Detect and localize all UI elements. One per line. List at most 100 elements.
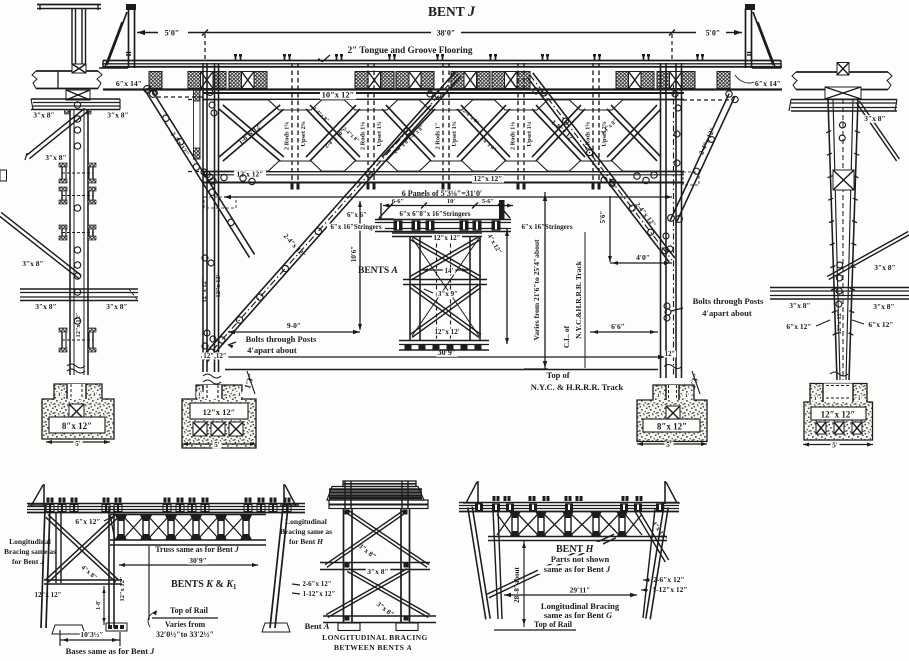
svg-text:6″x 12″: 6″x 12″ xyxy=(786,322,811,331)
svg-text:6 Panels of 5′3⅛″=31′0′: 6 Panels of 5′3⅛″=31′0′ xyxy=(402,189,483,198)
svg-text:Longitudinal: Longitudinal xyxy=(285,517,327,526)
svg-text:6″x 6″: 6″x 6″ xyxy=(347,211,367,219)
svg-text:10′3½″: 10′3½″ xyxy=(80,630,103,639)
svg-text:6″x 14″: 6″x 14″ xyxy=(755,79,781,88)
svg-text:Parts not shown: Parts not shown xyxy=(551,554,610,564)
svg-text:5′: 5′ xyxy=(832,442,838,450)
svg-text:BETWEEN BENTS A: BETWEEN BENTS A xyxy=(334,643,412,652)
svg-text:1′: 1′ xyxy=(814,396,819,402)
svg-text:2 Rods 1″: 2 Rods 1″ xyxy=(435,123,442,150)
svg-text:2-6″x 12″: 2-6″x 12″ xyxy=(653,575,684,584)
svg-text:Bracing same as: Bracing same as xyxy=(280,527,332,536)
svg-text:1-8′: 1-8′ xyxy=(96,600,102,610)
svg-text:same as for Bent J: same as for Bent J xyxy=(544,564,611,574)
svg-text:N.Y.C. & H.R.R.R. Track: N.Y.C. & H.R.R.R. Track xyxy=(531,382,624,392)
svg-text:Upset 2⅝: Upset 2⅝ xyxy=(300,121,307,146)
svg-text:BENT H: BENT H xyxy=(556,544,595,555)
svg-text:5-6″: 5-6″ xyxy=(482,198,494,205)
svg-text:LONGITUDINAL BRACING: LONGITUDINAL BRACING xyxy=(322,633,428,642)
svg-text:BENTS K & K1: BENTS K & K1 xyxy=(171,579,237,591)
svg-text:30′9″: 30′9″ xyxy=(189,556,207,565)
svg-text:C.L. of: C.L. of xyxy=(562,325,571,348)
svg-text:12″x 12″: 12″x 12″ xyxy=(201,277,208,302)
svg-text:1-12″x 12″: 1-12″x 12″ xyxy=(303,590,336,598)
svg-text:3″x 8″: 3″x 8″ xyxy=(107,111,128,120)
svg-text:Truss same as for Bent J: Truss same as for Bent J xyxy=(155,545,239,554)
svg-text:12″: 12″ xyxy=(665,351,676,358)
svg-text:1′3″: 1′3″ xyxy=(242,372,256,390)
svg-text:10′6″: 10′6″ xyxy=(350,246,358,262)
svg-text:6″x 6″8″x 16″Stringers: 6″x 6″8″x 16″Stringers xyxy=(399,210,470,218)
svg-text:5′: 5′ xyxy=(666,441,672,449)
svg-text:28′-8″about: 28′-8″about xyxy=(513,566,521,602)
svg-text:29′11″: 29′11″ xyxy=(570,586,591,595)
svg-text:12″x 12″: 12″x 12″ xyxy=(75,312,82,337)
svg-text:12′x 12″: 12′x 12″ xyxy=(237,170,264,179)
svg-text:12″x 12″: 12″x 12″ xyxy=(836,309,843,334)
svg-text:5′0″: 5′0″ xyxy=(165,29,180,38)
svg-text:N.Y.C.&H.R.R.R. Track: N.Y.C.&H.R.R.R. Track xyxy=(574,260,583,339)
svg-text:12″x 12″: 12″x 12″ xyxy=(119,576,126,601)
svg-text:Upset 1⅝: Upset 1⅝ xyxy=(451,121,458,146)
svg-text:2-6″x 12″: 2-6″x 12″ xyxy=(302,580,331,588)
svg-text:12″x 12″: 12″x 12″ xyxy=(434,234,461,242)
svg-text:Top of Rail: Top of Rail xyxy=(170,606,209,615)
svg-text:Upset 1¾: Upset 1¾ xyxy=(376,121,383,146)
svg-text:3″x 8″: 3″x 8″ xyxy=(789,301,810,310)
svg-text:8″x 12″: 8″x 12″ xyxy=(62,421,92,431)
svg-text:2 Rods 1⅛: 2 Rods 1⅛ xyxy=(510,122,517,150)
svg-text:3″x 8″: 3″x 8″ xyxy=(873,302,894,311)
svg-text:6′6″: 6′6″ xyxy=(611,322,625,331)
svg-text:5′0″: 5′0″ xyxy=(706,29,721,38)
svg-text:BENT J: BENT J xyxy=(428,4,476,20)
svg-text:Upset 2⅞: Upset 2⅞ xyxy=(601,121,608,146)
svg-text:4′apart about: 4′apart about xyxy=(702,308,752,318)
svg-text:12″x 12′: 12″x 12′ xyxy=(215,274,222,297)
svg-text:6″x 12″: 6″x 12″ xyxy=(75,517,100,526)
svg-text:30′9″: 30′9″ xyxy=(438,348,457,357)
svg-text:Bolts through Posts: Bolts through Posts xyxy=(246,334,317,344)
svg-text:Bracing same as: Bracing same as xyxy=(4,547,56,556)
svg-text:12″x 12″: 12″x 12″ xyxy=(35,591,62,599)
svg-text:1′: 1′ xyxy=(198,392,203,398)
svg-text:Bases same as for Bent J: Bases same as for Bent J xyxy=(66,646,156,656)
svg-text:4′apart about: 4′apart about xyxy=(247,345,297,355)
svg-text:1′: 1′ xyxy=(93,392,98,398)
svg-text:same as for Bent G: same as for Bent G xyxy=(544,610,613,620)
svg-text:2″ Tongue and Groove Flooring: 2″ Tongue and Groove Flooring xyxy=(348,45,473,55)
svg-text:5′: 5′ xyxy=(75,440,81,448)
svg-text:12″,12″: 12″,12″ xyxy=(203,352,227,360)
svg-text:Bent A: Bent A xyxy=(305,621,330,631)
svg-text:3″x 8″: 3″x 8″ xyxy=(106,302,127,311)
svg-text:4′0″: 4′0″ xyxy=(636,253,650,262)
svg-text:3″x 8″: 3″x 8″ xyxy=(35,302,56,311)
svg-text:for Bent H: for Bent H xyxy=(289,537,324,546)
svg-text:14′: 14′ xyxy=(445,267,454,275)
svg-text:3″x 8″: 3″x 8″ xyxy=(22,259,43,268)
svg-text:Bolts through Posts: Bolts through Posts xyxy=(693,296,764,306)
svg-text:3″x 8″: 3″x 8″ xyxy=(45,153,66,162)
svg-text:6-6″: 6-6″ xyxy=(392,198,404,205)
svg-text:5′6″: 5′6″ xyxy=(599,210,607,223)
svg-text:6″x 12″: 6″x 12″ xyxy=(868,320,893,329)
svg-text:for Bent J: for Bent J xyxy=(12,557,44,566)
svg-text:6″x 16″Stringers: 6″x 16″Stringers xyxy=(330,223,381,231)
svg-text:Varies from 21′6″to 25′4″about: Varies from 21′6″to 25′4″about xyxy=(532,239,541,341)
svg-text:Upset 1¼: Upset 1¼ xyxy=(526,121,533,146)
svg-text:32′0½″to 33′2½″: 32′0½″to 33′2½″ xyxy=(156,630,214,639)
svg-text:12″x 12′: 12″x 12′ xyxy=(434,328,459,336)
svg-text:2 Rods 1⅝: 2 Rods 1⅝ xyxy=(284,122,291,150)
svg-text:3″x 8″: 3″x 8″ xyxy=(864,114,885,123)
svg-text:3″x 9″: 3″x 9″ xyxy=(438,290,458,298)
svg-text:12″x 12″: 12″x 12″ xyxy=(474,174,503,183)
svg-text:2 Rods 1⅝: 2 Rods 1⅝ xyxy=(585,122,592,150)
svg-text:3″x 8″: 3″x 8″ xyxy=(874,263,895,272)
svg-text:12″x 12″: 12″x 12″ xyxy=(821,410,856,420)
svg-text:Top of: Top of xyxy=(546,370,569,380)
svg-text:12″x 12″: 12″x 12″ xyxy=(203,407,236,417)
svg-text:1-12″x 12″: 1-12″x 12″ xyxy=(652,585,687,594)
svg-text:8″x 12″: 8″x 12″ xyxy=(657,422,687,432)
svg-text:6″x 16″Stringers: 6″x 16″Stringers xyxy=(521,223,572,231)
svg-text:9-0″: 9-0″ xyxy=(287,321,301,330)
svg-text:10′: 10′ xyxy=(447,198,456,205)
